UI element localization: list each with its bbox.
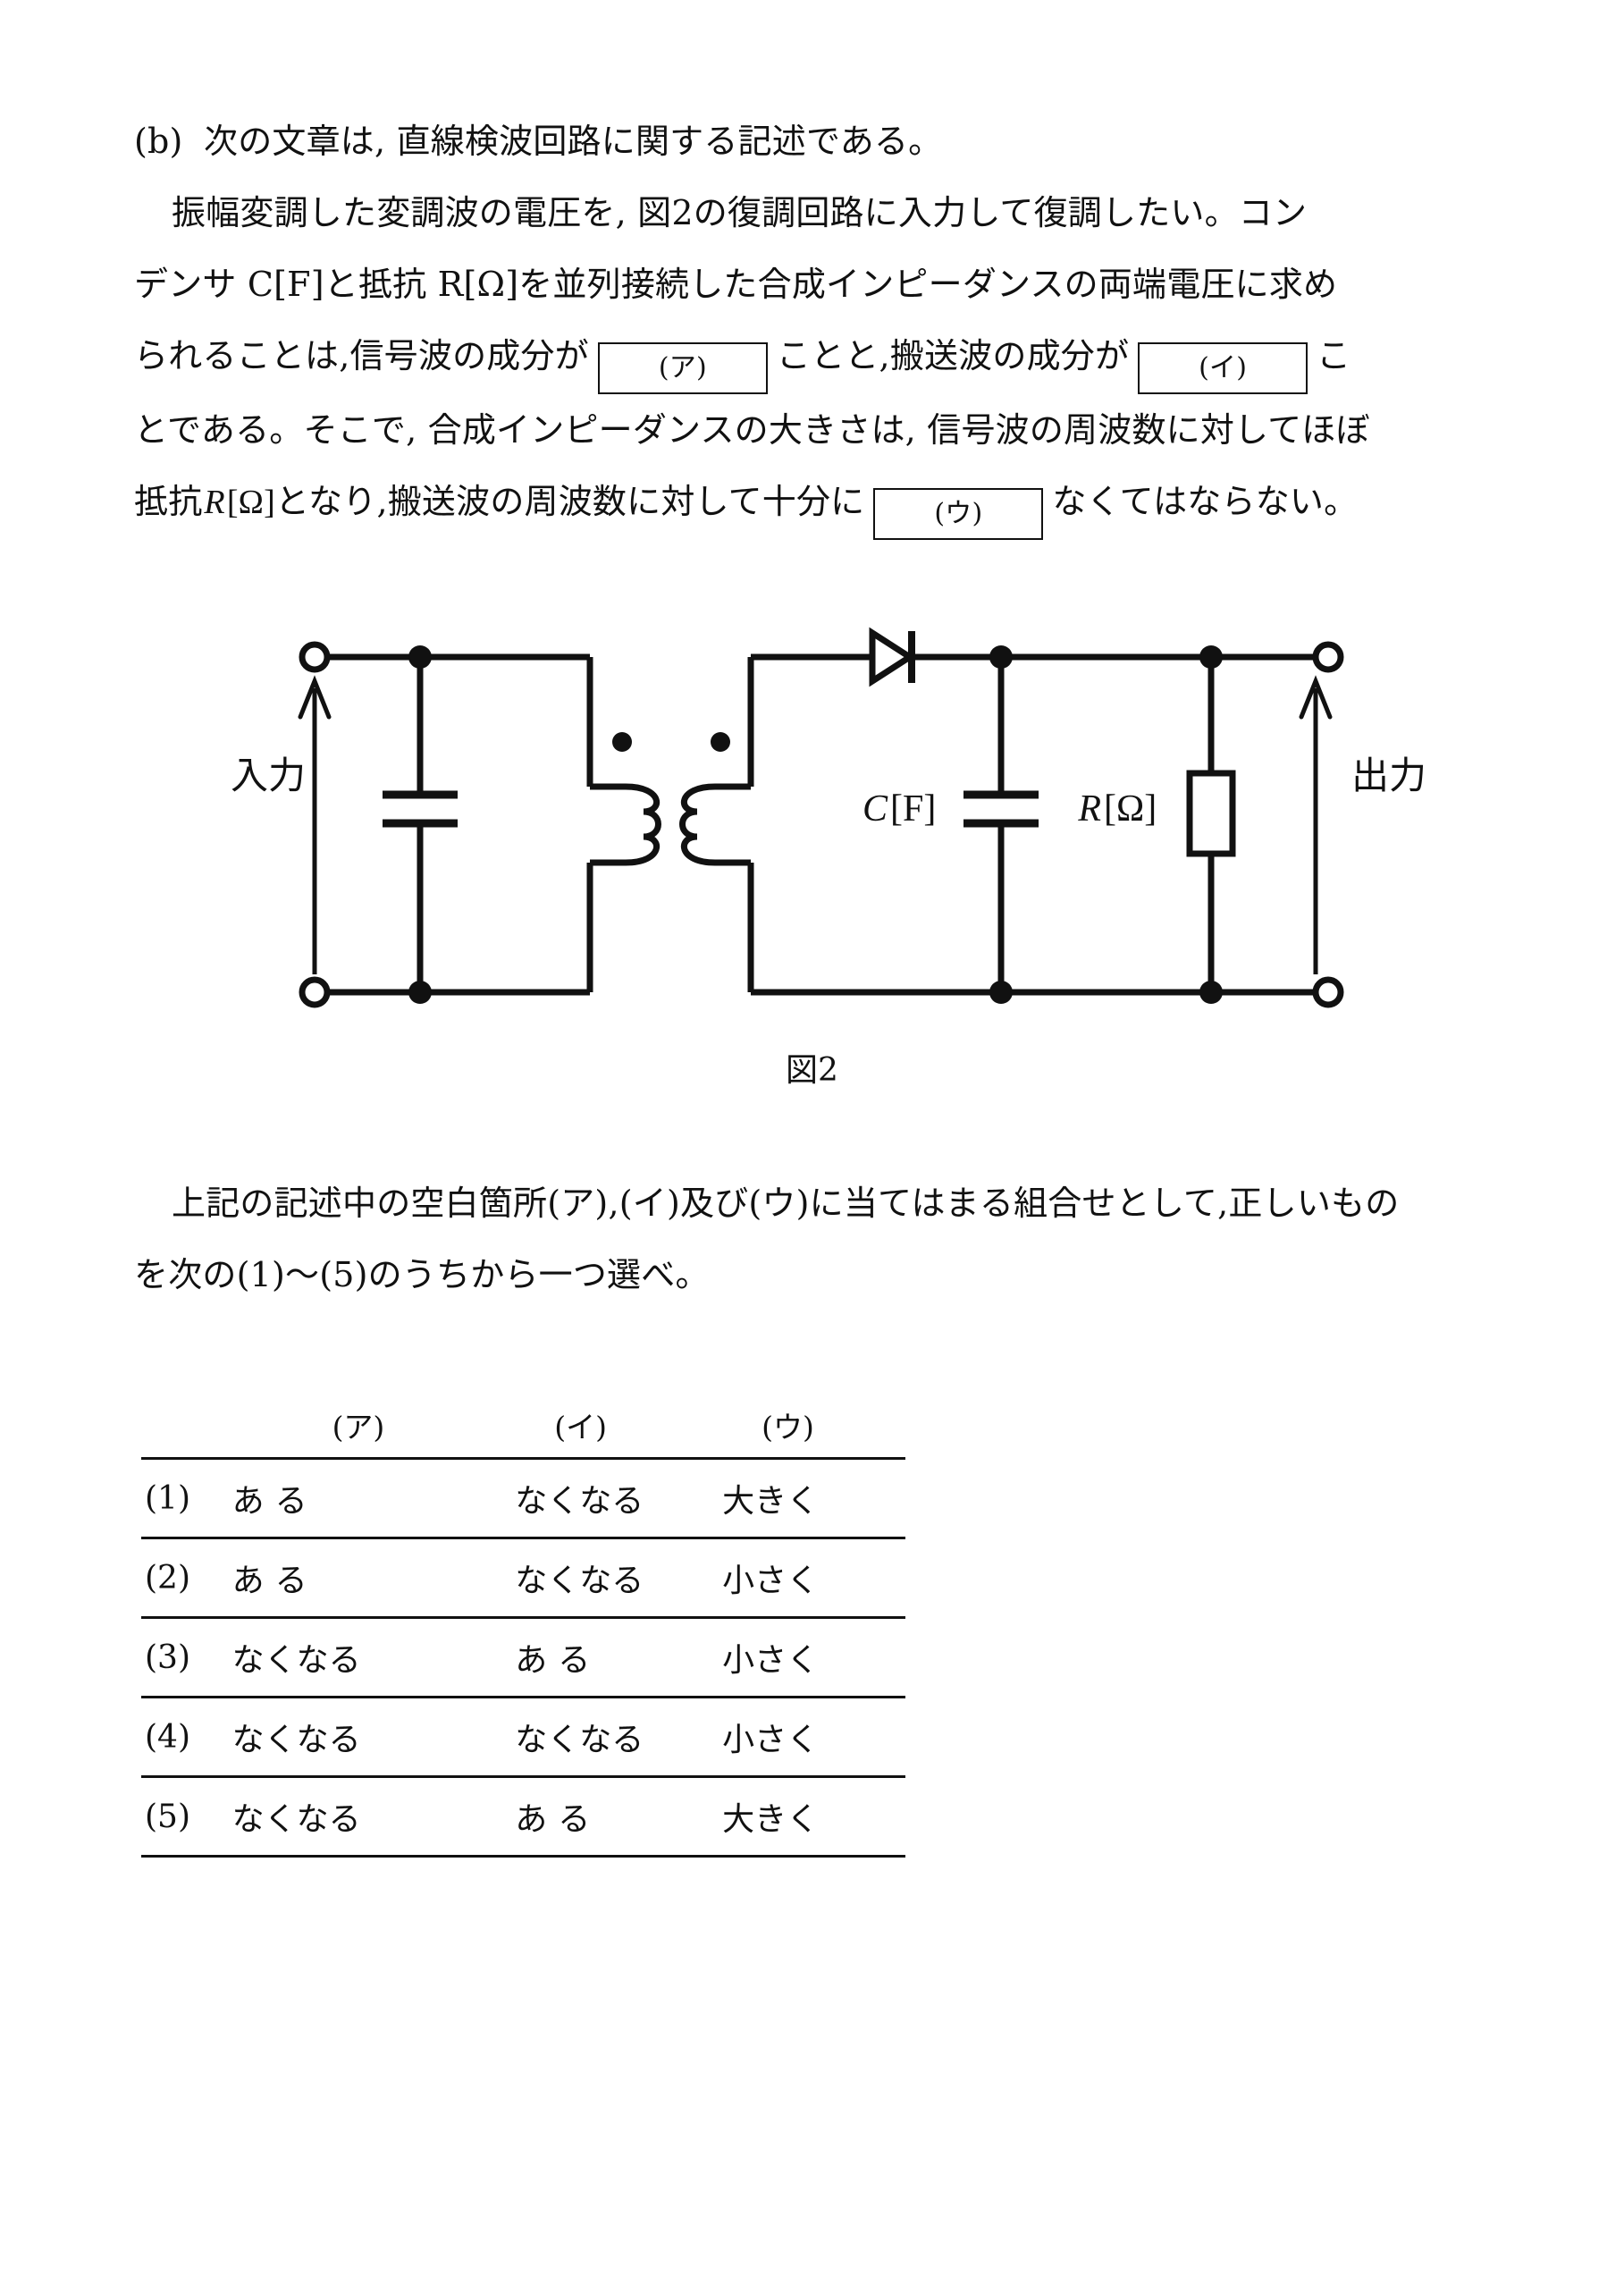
junction-dot-in-top	[408, 645, 432, 669]
capacitor-symbol-label: C	[862, 788, 888, 830]
body-line-3: られることは,信号波の成分が(ア)ことと,搬送波の成分が(イ)こ	[134, 320, 1528, 394]
terminal-input-bottom	[299, 976, 331, 1008]
answer-choice-table: (ア) (イ) (ウ) (1) ある なくなる 大きく (2) ある なくなる …	[141, 1393, 905, 1858]
resistor-symbol-label: R	[1077, 788, 1101, 830]
blank-box-c[interactable]: (ウ)	[873, 488, 1044, 540]
table-row[interactable]: (4) なくなる なくなる 小さく	[141, 1696, 905, 1777]
row-number: (4)	[141, 1696, 232, 1777]
row-value-c: 大きく	[722, 1457, 905, 1538]
row-value-a: なくなる	[231, 1775, 516, 1858]
junction-dot-in-bottom	[408, 981, 432, 1004]
terminal-output-top	[1312, 641, 1344, 673]
row-value-b: なくなる	[515, 1537, 723, 1618]
row-value-c: 小さく	[722, 1537, 905, 1618]
answer-table-header-row: (ア) (イ) (ウ)	[141, 1393, 905, 1459]
table-row[interactable]: (1) ある なくなる 大きく	[141, 1457, 905, 1538]
load-resistor-body	[1186, 770, 1236, 857]
table-row[interactable]: (2) ある なくなる 小さく	[141, 1537, 905, 1618]
answer-table-body: (1) ある なくなる 大きく (2) ある なくなる 小さく (3) なくなる…	[141, 1457, 905, 1858]
header-col-b: (イ)	[554, 1410, 608, 1445]
ohm-unit-inline: [Ω]	[226, 484, 275, 521]
terminal-input-top	[299, 641, 331, 673]
row-value-c: 小さく	[722, 1696, 905, 1777]
row-value-b: なくなる	[515, 1696, 723, 1777]
line5-text-part1: 抵抗	[134, 482, 203, 521]
header-col-a: (ア)	[332, 1410, 385, 1445]
row-value-a: なくなる	[231, 1696, 516, 1777]
resistor-unit-label: [Ω]	[1104, 788, 1157, 830]
body-line-2-text: デンサ C[F]と抵抗 R[Ω]を並列接続した合成インピーダンスの両端電圧に求め	[134, 265, 1338, 304]
row-value-a: ある	[231, 1457, 516, 1538]
question-text-block: (b) 次の文章は, 直線検波回路に関する記述である。 振幅変調した変調波の電圧を…	[134, 105, 1528, 540]
circuit-figure: 入力 出力 C [F] R [Ω]	[0, 617, 1624, 1153]
transformer-primary-coil	[625, 783, 661, 866]
diode-triangle	[869, 627, 916, 687]
resistance-symbol-inline: R	[204, 484, 225, 521]
terminal-output-bottom	[1312, 976, 1344, 1008]
line5-text-part3: なくてはならない。	[1052, 482, 1359, 521]
transformer-dot-secondary	[711, 732, 730, 752]
row-number: (3)	[141, 1616, 232, 1698]
junction-dot-cap-bottom	[989, 981, 1013, 1004]
row-value-c: 小さく	[722, 1616, 905, 1698]
body-line-1: 振幅変調した変調波の電圧を, 図2の復調回路に入力して復調したい。コン	[172, 193, 1308, 232]
row-value-b: ある	[515, 1775, 723, 1858]
output-label: 出力	[1351, 754, 1426, 797]
row-value-a: ある	[231, 1537, 516, 1618]
body-line-2: デンサ C[F]と抵抗 R[Ω]を並列接続した合成インピーダンスの両端電圧に求め	[134, 249, 1528, 320]
section-label: (b)	[134, 122, 183, 161]
answer-table-head: (ア) (イ) (ウ)	[141, 1393, 905, 1459]
instruction-line-2: を次の(1)〜(5)のうちから一つ選べ。	[134, 1255, 710, 1294]
blank-box-b[interactable]: (イ)	[1138, 342, 1308, 394]
row-value-c: 大きく	[722, 1775, 905, 1858]
demodulation-circuit-svg: 入力 出力 C [F] R [Ω]	[231, 627, 1426, 1008]
capacitor-unit-label: [F]	[890, 788, 936, 830]
answer-table: (ア) (イ) (ウ) (1) ある なくなる 大きく (2) ある なくなる …	[141, 1393, 905, 1858]
section-intro-line: (b) 次の文章は, 直線検波回路に関する記述である。	[134, 105, 1528, 177]
line3-text-part2: ことと,搬送波の成分が	[776, 336, 1130, 375]
body-line-5: 抵抗R[Ω]となり,搬送波の周波数に対して十分に(ウ)なくてはならない。	[134, 466, 1528, 540]
transformer-secondary-coil	[679, 783, 716, 866]
row-value-a: なくなる	[231, 1616, 516, 1698]
input-label: 入力	[231, 754, 306, 797]
header-blank	[141, 1393, 232, 1459]
row-value-b: なくなる	[515, 1457, 723, 1538]
transformer-dot-primary	[612, 732, 632, 752]
figure-caption: 図2	[786, 1052, 838, 1089]
section-intro-text: 次の文章は, 直線検波回路に関する記述である。	[204, 122, 943, 161]
row-number: (2)	[141, 1537, 232, 1618]
input-arrow-head	[298, 675, 332, 720]
header-col-c: (ウ)	[762, 1410, 814, 1445]
output-arrow-head	[1299, 675, 1333, 720]
junction-dot-res-bottom	[1199, 981, 1223, 1004]
line5-text-part2: となり,搬送波の周波数に対して十分に	[274, 482, 865, 521]
instruction-text-block: 上記の記述中の空白箇所(ア),(イ)及び(ウ)に当てはまる組合せとして,正しいも…	[134, 1167, 1564, 1310]
table-row[interactable]: (5) なくなる ある 大きく	[141, 1775, 905, 1858]
line3-text-part3: こ	[1317, 336, 1351, 375]
table-row[interactable]: (3) なくなる ある 小さく	[141, 1616, 905, 1698]
instruction-line-1: 上記の記述中の空白箇所(ア),(イ)及び(ウ)に当てはまる組合せとして,正しいも…	[172, 1184, 1400, 1223]
blank-box-a[interactable]: (ア)	[597, 342, 768, 394]
line3-text-part1: られることは,信号波の成分が	[134, 336, 589, 375]
row-number: (1)	[141, 1457, 232, 1538]
row-number: (5)	[141, 1775, 232, 1858]
junction-dot-res-top	[1199, 645, 1223, 669]
junction-dot-cap-top	[989, 645, 1013, 669]
body-line-4: とである。そこで, 合成インピーダンスの大きさは, 信号波の周波数に対してほぼ	[134, 410, 1370, 450]
row-value-b: ある	[515, 1616, 723, 1698]
